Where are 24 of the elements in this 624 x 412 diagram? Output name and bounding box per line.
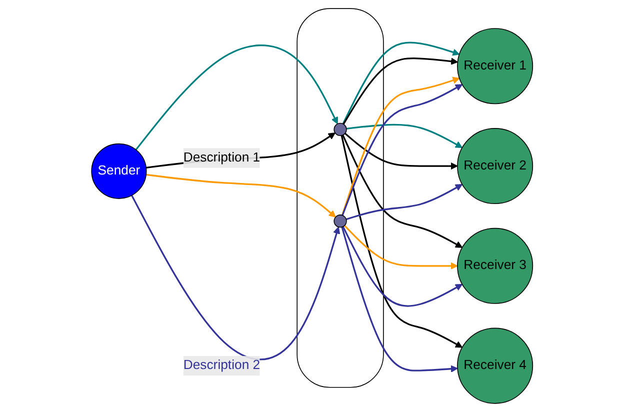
arrow [130, 194, 340, 360]
arrow [346, 184, 462, 220]
arrow [342, 42, 460, 124]
arrow [135, 44, 338, 150]
arrow [344, 132, 458, 170]
node-circle: Receiver 2 [456, 128, 533, 204]
cluster [296, 8, 384, 388]
arrow [340, 135, 462, 348]
arrow [346, 124, 462, 148]
arrow [146, 174, 336, 218]
arrow [342, 226, 462, 307]
arrow [146, 132, 336, 168]
arrow [342, 58, 458, 125]
node-circle: Receiver 3 [456, 228, 533, 304]
node-circle: Receiver 4 [456, 328, 533, 404]
node-circle [334, 122, 347, 136]
node-circle: Sender [91, 143, 147, 199]
arrow [341, 226, 458, 372]
edge-label: Description 2 [183, 358, 260, 372]
node-circle: Receiver 1 [456, 28, 533, 104]
edge-label: Description 1 [183, 150, 260, 165]
arrow [344, 224, 458, 270]
arrow [342, 134, 462, 248]
node-circle [334, 214, 347, 228]
